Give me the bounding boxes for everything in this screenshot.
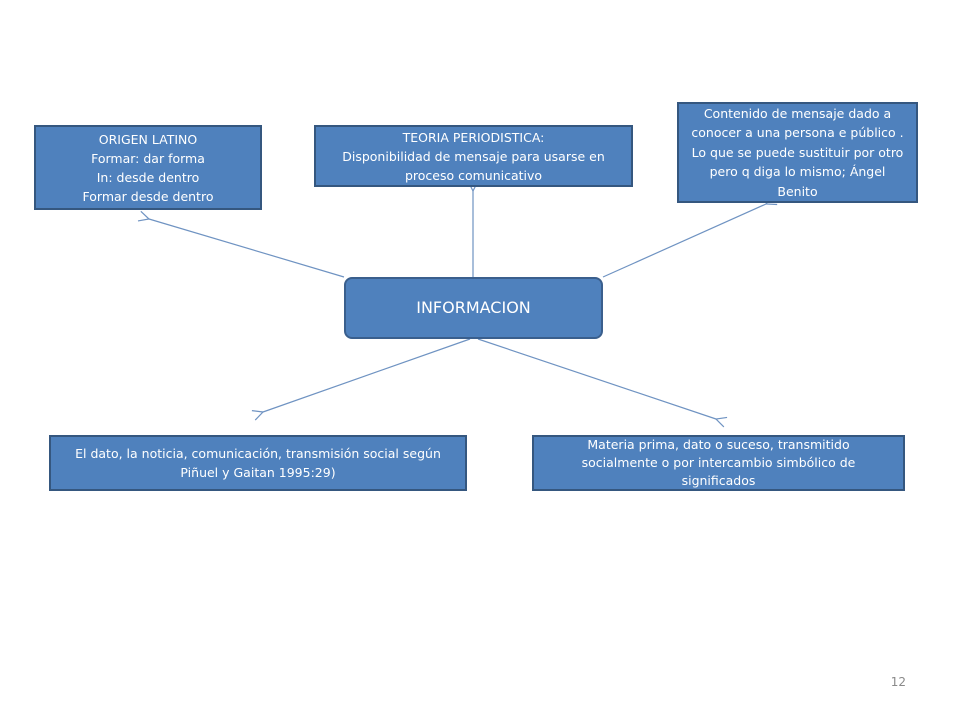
node-informacion: INFORMACION: [344, 277, 603, 339]
contenido-line-1: Contenido de mensaje dado a: [703, 105, 892, 121]
node-dato-noticia: El dato, la noticia, comunicación, trans…: [49, 435, 467, 491]
teoria-line-1: TEORIA PERIODISTICA:: [402, 129, 545, 145]
origen-line-3: In: desde dentro: [96, 169, 200, 185]
origen-line-4: Formar desde dentro: [82, 188, 214, 204]
materia-line-1: Materia prima, dato o suceso, transmitid…: [587, 437, 850, 452]
dato-line-2: Piñuel y Gaitan 1995:29): [180, 465, 336, 480]
contenido-line-3: Lo que se puede sustituir por otro: [691, 144, 904, 160]
dato-line-1: El dato, la noticia, comunicación, trans…: [75, 446, 441, 461]
materia-line-3: significados: [681, 473, 756, 488]
origen-line-1: ORIGEN LATINO: [98, 131, 198, 147]
arrow-to-dato: [263, 338, 471, 412]
teoria-line-3: proceso comunicativo: [404, 167, 543, 183]
contenido-line-4: pero q diga lo mismo; Ángel: [709, 164, 886, 180]
contenido-line-2: conocer a una persona e público .: [691, 125, 904, 141]
arrow-to-materia: [477, 338, 716, 419]
origen-line-2: Formar: dar forma: [91, 150, 205, 166]
node-materia-prima: Materia prima, dato o suceso, transmitid…: [532, 435, 905, 491]
node-contenido-mensaje: Contenido de mensaje dado a conocer a un…: [677, 102, 918, 203]
teoria-line-2: Disponibilidad de mensaje para usarse en: [342, 148, 605, 164]
materia-line-2: socialmente o por intercambio simbólico …: [581, 455, 856, 470]
informacion-label: INFORMACION: [416, 298, 531, 317]
page-number: 12: [890, 675, 906, 689]
node-teoria-periodistica: TEORIA PERIODISTICA: Disponibilidad de m…: [314, 125, 633, 187]
node-origen-latino: ORIGEN LATINO Formar: dar forma In: desd…: [34, 125, 262, 210]
contenido-line-5: Benito: [777, 183, 818, 199]
arrow-to-origen: [149, 219, 345, 278]
arrow-to-contenido: [602, 204, 766, 278]
